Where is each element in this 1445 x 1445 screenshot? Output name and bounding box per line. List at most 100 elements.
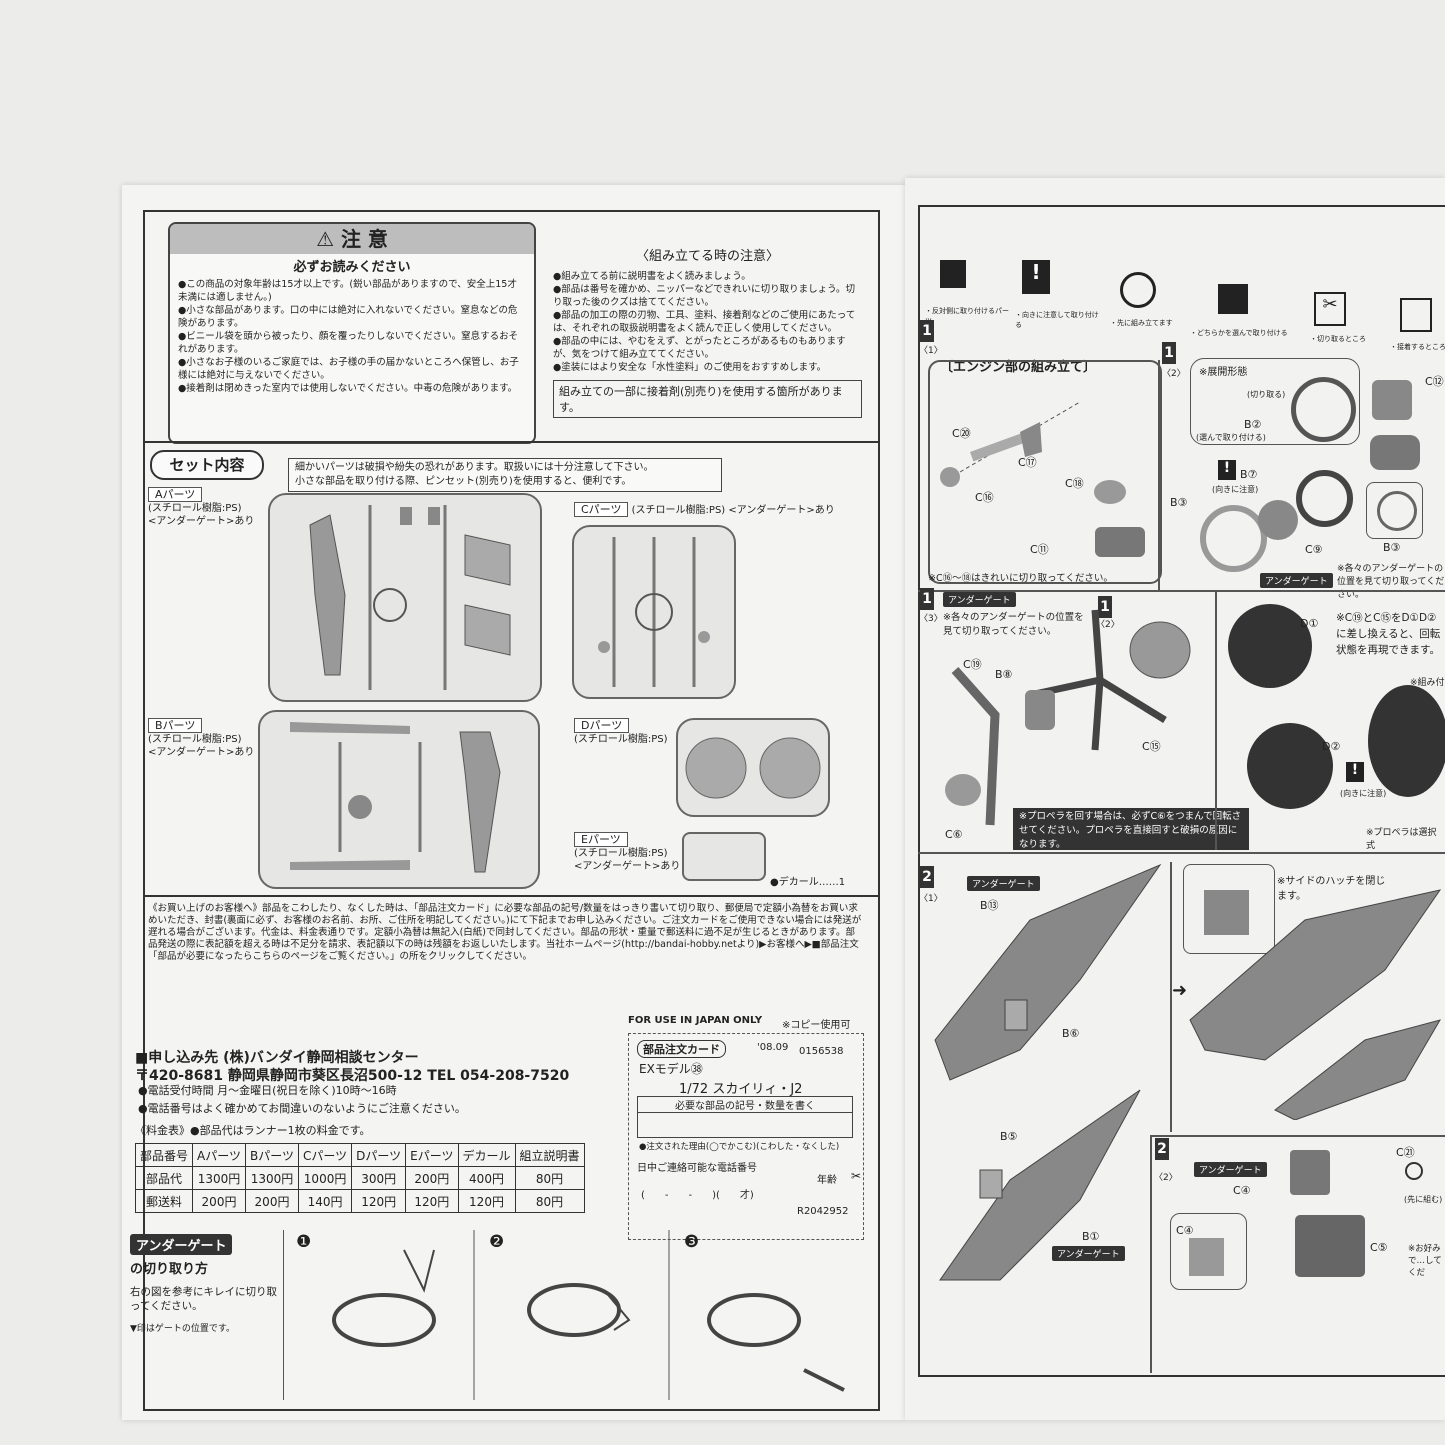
contact-phone-note: ●電話番号はよく確かめてお間違いのないようにご注意ください。 bbox=[138, 1102, 466, 1115]
under-gate-illustration bbox=[332, 1230, 845, 1400]
step1-panel bbox=[928, 360, 1162, 584]
order-card-phone-label: 日中ご連絡可能な電話番号 bbox=[637, 1163, 757, 1174]
legend-text: ・先に組み立てます bbox=[1110, 319, 1173, 327]
table-cell: 部品代 bbox=[134, 1166, 194, 1190]
order-card-serial: R2042952 bbox=[797, 1206, 849, 1217]
under-gate-section: アンダーゲート の切り取り方 右の図を参考にキレイに切り取ってください。 ▼印は… bbox=[130, 1234, 278, 1394]
engine-part bbox=[1370, 435, 1420, 470]
legend-text: ・向きに注意して取り付ける bbox=[1015, 311, 1099, 329]
step-number: ❶ bbox=[296, 1232, 312, 1252]
parts-b-label: Bパーツ (スチロール樹脂:PS) <アンダーゲート>あり bbox=[148, 718, 258, 759]
runner-c bbox=[572, 525, 736, 699]
caution-list: ●この商品の対象年齢は15才以上です。(鋭い部品がありますので、安全上15才未満… bbox=[170, 278, 534, 395]
hatch-part bbox=[1204, 890, 1249, 935]
part-label: D① bbox=[1300, 617, 1319, 630]
part-label: C⑳ bbox=[952, 427, 971, 440]
select-part-icon bbox=[1218, 284, 1248, 314]
parts-c-material: (スチロール樹脂:PS) bbox=[631, 505, 726, 516]
exclamation-icon: ! bbox=[1022, 260, 1050, 294]
part-label: C⑥ bbox=[945, 828, 963, 841]
step-number: ❸ bbox=[684, 1232, 700, 1252]
parts-a-label: Aパーツ (スチロール樹脂:PS) <アンダーゲート>あり bbox=[148, 487, 258, 528]
caution-item: ●ビニール袋を頭から被ったり、顔を覆ったりしないでください。窒息するおそれがあり… bbox=[178, 331, 519, 355]
price-caption: 《料金表》●部品代はランナー1枚の料金です。 bbox=[135, 1124, 371, 1137]
parts-d-material: (スチロール樹脂:PS) bbox=[574, 734, 668, 745]
hub-part bbox=[1258, 500, 1298, 540]
caution-title: 注 意 bbox=[340, 227, 388, 251]
cut-label: (切り取る) bbox=[1247, 390, 1286, 399]
parts-c-label: Cパーツ (スチロール樹脂:PS) <アンダーゲート>あり bbox=[574, 502, 864, 517]
price-header: Eパーツ bbox=[405, 1143, 459, 1167]
part-label: B① bbox=[1082, 1230, 1100, 1243]
set-contents-note: 細かいパーツは破損や紛失の恐れがあります。取扱いには十分注意して下さい。 小さな… bbox=[288, 458, 722, 492]
price-header: 部品番号 bbox=[134, 1143, 194, 1167]
part-label: C④ bbox=[1176, 1224, 1194, 1237]
table-cell: 1300円 bbox=[245, 1166, 299, 1190]
table-cell: 200円 bbox=[405, 1166, 459, 1190]
legend-text: ・反対側に取り付けるパーツ bbox=[925, 307, 1009, 325]
caution-header: ⚠ 注 意 bbox=[170, 224, 534, 254]
fuselage-illustration bbox=[934, 863, 1162, 1281]
caution-item: ●接着剤は閉めきった室内では使用しないでください。中毒の危険があります。 bbox=[178, 383, 518, 394]
table-cell: 120円 bbox=[351, 1189, 407, 1213]
under-gate-tag: アンダーゲート bbox=[943, 592, 1016, 607]
price-header: Aパーツ bbox=[192, 1143, 246, 1167]
exclamation-icon: ! bbox=[1346, 762, 1364, 782]
legend-row: ・反対側に取り付けるパーツ ! ・向きに注意して取り付ける ・先に組み立てます … bbox=[920, 250, 1445, 351]
parts-b-name: Bパーツ bbox=[148, 718, 203, 733]
under-gate-note: ▼印はゲートの位置です。 bbox=[130, 1324, 236, 1334]
propeller-select-note: ※プロペラは選択式 bbox=[1366, 828, 1437, 851]
table-cell: 1000円 bbox=[297, 1166, 353, 1190]
disc-d2 bbox=[1247, 723, 1333, 809]
sub-step-number: 〈2〉 bbox=[1162, 369, 1186, 379]
order-card[interactable]: 部品注文カード '08.09 0156538 EXモデル㊳ 1/72 スカイリィ… bbox=[628, 1033, 864, 1240]
caution-item: ●小さなお子様のいるご家庭では、お子様の手の届かないところへ保管し、お子様には絶… bbox=[178, 357, 519, 381]
assemble-first-icon bbox=[1405, 1162, 1423, 1180]
step-number: 1 bbox=[1098, 596, 1112, 618]
step-number: 2 bbox=[920, 866, 934, 888]
step-number: 1 bbox=[920, 320, 934, 342]
runner-d bbox=[676, 718, 830, 817]
exclamation-icon: ! bbox=[1218, 460, 1236, 480]
contact-hours: ●電話受付時間 月〜金曜日(祝日を除く)10時〜16時 bbox=[138, 1084, 397, 1097]
price-header: Cパーツ bbox=[297, 1143, 353, 1167]
part-label: B⑤ bbox=[1000, 1130, 1018, 1143]
decal-count: ●デカール……1 bbox=[770, 877, 846, 888]
divider bbox=[1215, 592, 1217, 850]
cover-part bbox=[1372, 380, 1412, 420]
direction-label: (向きに注意) bbox=[1212, 485, 1259, 494]
step-number: 1 bbox=[920, 588, 934, 610]
parts-c-name: Cパーツ bbox=[574, 502, 629, 517]
part-label: C⑲ bbox=[963, 658, 982, 671]
divider bbox=[1150, 1135, 1445, 1137]
order-card-phone-field[interactable]: ( - - )( 才) bbox=[641, 1190, 754, 1201]
detail-panel bbox=[1170, 1213, 1247, 1290]
table-cell: 140円 bbox=[297, 1189, 353, 1213]
under-gate-tag: アンダーゲート bbox=[1194, 1162, 1267, 1177]
assembly-note-item: ●組み立てる前に説明書をよく読みましょう。 bbox=[553, 271, 751, 282]
step-number: 2 bbox=[1155, 1138, 1169, 1160]
deploy-form-title: ※展開形態 bbox=[1199, 367, 1248, 378]
order-card-required-box[interactable]: 必要な部品の記号・数量を書く bbox=[637, 1096, 853, 1138]
part-label: B② bbox=[1244, 418, 1262, 431]
order-card-date: '08.09 bbox=[757, 1042, 789, 1053]
parts-d-label: Dパーツ (スチロール樹脂:PS) bbox=[574, 718, 674, 746]
runner-b-parts bbox=[290, 722, 501, 873]
table-row: 郵送料 200円 200円 140円 120円 120円 120円 80円 bbox=[134, 1189, 585, 1213]
assembly-note-item: ●部品の加工の際の刃物、工具、塗料、接着剤などのご使用にあたっては、それぞれの取… bbox=[553, 310, 856, 334]
parts-b-material: (スチロール樹脂:PS) bbox=[148, 734, 242, 745]
first-assemble-label: (先に組む) bbox=[1404, 1195, 1443, 1204]
divider bbox=[918, 852, 1445, 854]
parts-a-gate: <アンダーゲート>あり bbox=[148, 516, 255, 527]
glue-note: 組み立ての一部に接着剤(別売り)を使用する箇所があります。 bbox=[553, 380, 862, 418]
part-label: B⑦ bbox=[1240, 468, 1258, 481]
step1-2-note: ※各々のアンダーゲートの位置を見て切り取ってください。 bbox=[1337, 564, 1445, 600]
legend-text: ・どちらかを選んで取り付ける bbox=[1190, 329, 1288, 337]
divider bbox=[1150, 1135, 1152, 1373]
customer-notice: 《お買い上げのお客様へ》部品をこわしたり、なくした時は、「部品注文カード」に必要… bbox=[148, 903, 862, 962]
assemble-first-icon bbox=[1120, 272, 1156, 308]
deploy-form-panel: ※展開形態 (切り取る) bbox=[1190, 358, 1360, 445]
divider bbox=[918, 590, 1445, 592]
part-label: C⑪ bbox=[1030, 543, 1049, 556]
fuselage-closed-illustration bbox=[1189, 889, 1442, 1120]
